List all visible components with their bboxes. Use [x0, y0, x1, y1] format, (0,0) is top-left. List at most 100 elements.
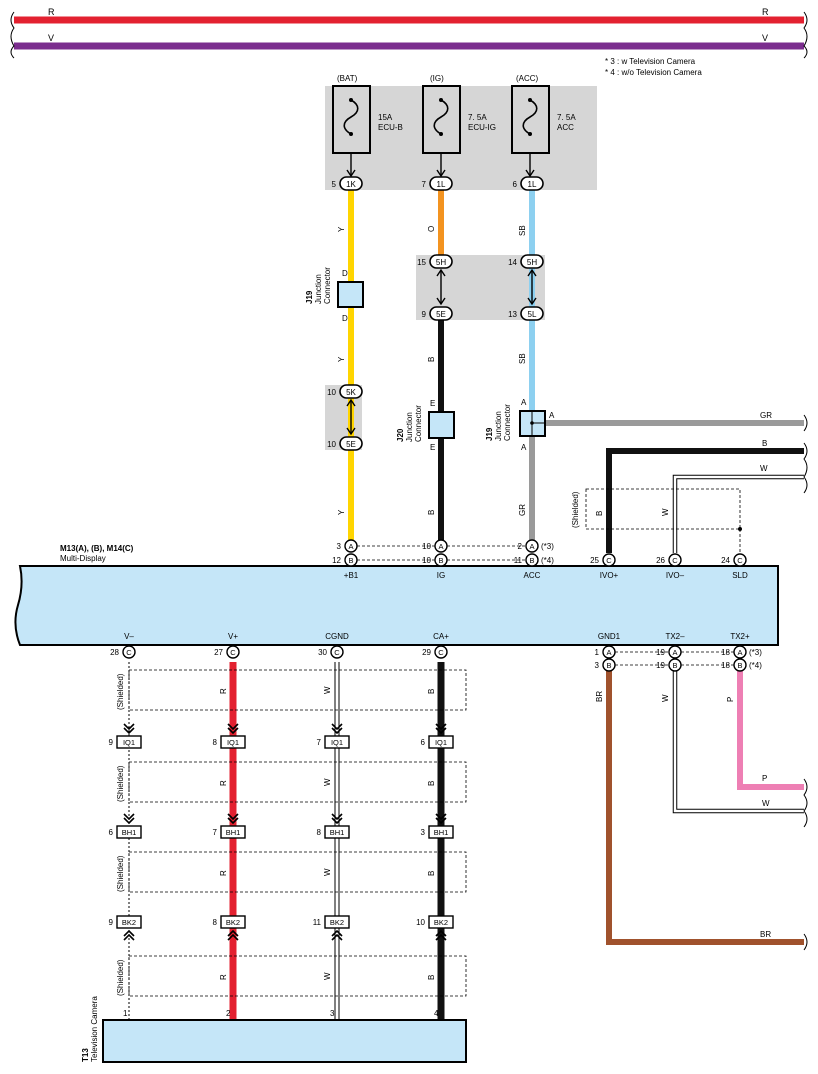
- wire-label-w-tx: W: [661, 694, 670, 702]
- svg-text:TX2–: TX2–: [665, 632, 685, 641]
- fuse-acc: (ACC) 7. 5A ACC: [511, 74, 576, 154]
- svg-text:5E: 5E: [346, 440, 356, 449]
- connector-5e-ig: 5E 9: [422, 306, 453, 321]
- svg-text:(Shielded): (Shielded): [116, 765, 125, 802]
- fuse-icon: [522, 99, 538, 135]
- connector-label: IQ1: [435, 738, 447, 747]
- svg-text:10: 10: [422, 542, 431, 551]
- svg-text:IG: IG: [437, 571, 445, 580]
- connector-pin: 10: [416, 918, 425, 927]
- wire-b-ivo: [606, 448, 804, 553]
- svg-text:5: 5: [332, 180, 337, 189]
- svg-text:18: 18: [721, 648, 730, 657]
- connector-pin: 3: [421, 828, 426, 837]
- svg-text:J20: J20: [396, 428, 405, 442]
- terminal-chevron-icon: [123, 723, 135, 735]
- connector-bk2-4: BK2 10: [416, 915, 454, 941]
- rail-v-label-right: V: [762, 33, 768, 43]
- wire-br: [606, 660, 804, 945]
- svg-text:(*4): (*4): [749, 661, 762, 670]
- connector-pin: 8: [317, 828, 322, 837]
- md-pin-tx2minus: TX2– A B 19 19: [656, 632, 685, 672]
- connector-1k: 1K 5: [332, 176, 363, 191]
- svg-text:(IG): (IG): [430, 74, 444, 83]
- svg-text:A: A: [348, 542, 353, 551]
- shield-ivo: [585, 488, 741, 530]
- terminal-chevron-icon: [227, 723, 239, 735]
- note-3: * 3 : w Television Camera: [605, 57, 696, 66]
- svg-text:5L: 5L: [528, 310, 537, 319]
- svg-text:9: 9: [422, 310, 427, 319]
- md-pin-gnd1: GND1 A B 1 3: [595, 632, 621, 672]
- shield-segment-3: (Shielded): [116, 851, 467, 893]
- camera-pin-3: 3: [330, 1009, 335, 1018]
- svg-text:TX2+: TX2+: [730, 632, 750, 641]
- connector-pin: 7: [317, 738, 322, 747]
- md-pin-vplus: V+ C 27: [214, 632, 240, 659]
- svg-text:(*3): (*3): [541, 542, 554, 551]
- svg-text:A: A: [438, 542, 443, 551]
- connector-label: BH1: [434, 828, 449, 837]
- svg-text:10: 10: [422, 556, 431, 565]
- shield-segment-2: (Shielded): [116, 761, 467, 803]
- svg-text:Connector: Connector: [503, 404, 512, 441]
- svg-text:5K: 5K: [346, 388, 356, 397]
- multidisplay-subtitle: Multi-Display: [60, 554, 106, 563]
- svg-text:B: B: [348, 556, 353, 565]
- harness-label-b2: B: [427, 781, 436, 786]
- break-right: [803, 11, 808, 59]
- svg-text:19: 19: [656, 648, 665, 657]
- terminal-chevron-icon: [123, 929, 135, 941]
- connector-5l-acc: 5L 13: [508, 306, 544, 321]
- wire-label-p-right: P: [762, 774, 767, 783]
- svg-text:IVO–: IVO–: [666, 571, 685, 580]
- svg-text:1: 1: [595, 648, 600, 657]
- connector-bh1-4: BH1 3: [421, 813, 454, 839]
- svg-text:25: 25: [590, 556, 599, 565]
- md-pin-b1: A B 3 12 +B1: [332, 539, 359, 580]
- svg-text:A: A: [672, 648, 677, 657]
- svg-text:ECU-IG: ECU-IG: [468, 123, 496, 132]
- harness-label-r4: R: [219, 974, 228, 980]
- terminal-chevron-icon: [331, 813, 343, 825]
- rail-r-label-right: R: [762, 7, 769, 17]
- svg-text:15: 15: [417, 258, 426, 267]
- shield-segment-4: (Shielded): [116, 955, 467, 997]
- svg-text:(ACC): (ACC): [516, 74, 539, 83]
- wire-label-w-shield: W: [661, 508, 670, 516]
- multidisplay-title: M13(A), (B), M14(C): [60, 544, 134, 553]
- svg-text:C: C: [672, 556, 678, 565]
- svg-text:A: A: [529, 542, 534, 551]
- md-pin-tx2plus: TX2+ A B 18 18 (*3) (*4): [721, 632, 762, 672]
- md-pin-acc: A B 2 11 ACC (*3) (*4): [514, 539, 554, 580]
- terminal-chevron-icon: [123, 813, 135, 825]
- connector-1l-acc: 1L 6: [513, 176, 544, 191]
- connector-pin: 6: [421, 738, 426, 747]
- svg-text:A: A: [521, 398, 527, 407]
- svg-text:11: 11: [514, 556, 523, 565]
- terminal-chevron-icon: [227, 929, 239, 941]
- svg-text:CGND: CGND: [325, 632, 349, 641]
- wire-label-gr-right: GR: [760, 411, 772, 420]
- connector-label: BK2: [434, 918, 448, 927]
- svg-text:5H: 5H: [527, 258, 537, 267]
- svg-text:E: E: [430, 399, 435, 408]
- harness-label-w2: W: [323, 778, 332, 786]
- camera-pin-1: 1: [123, 1009, 128, 1018]
- wire-label-o: O: [427, 226, 436, 232]
- multidisplay-box: [14, 565, 779, 646]
- svg-text:A: A: [606, 648, 611, 657]
- svg-text:7: 7: [422, 180, 427, 189]
- television-camera-box: [102, 1019, 467, 1063]
- wire-label-br: BR: [595, 691, 604, 702]
- junction-j19-acc: A A A J19 Junction Connector: [485, 398, 555, 452]
- harness-label-r3: R: [219, 870, 228, 876]
- connector-5k: 5K 10: [327, 384, 363, 399]
- connector-label: BK2: [122, 918, 136, 927]
- svg-text:3: 3: [337, 542, 342, 551]
- wire-label-b2: B: [427, 510, 436, 515]
